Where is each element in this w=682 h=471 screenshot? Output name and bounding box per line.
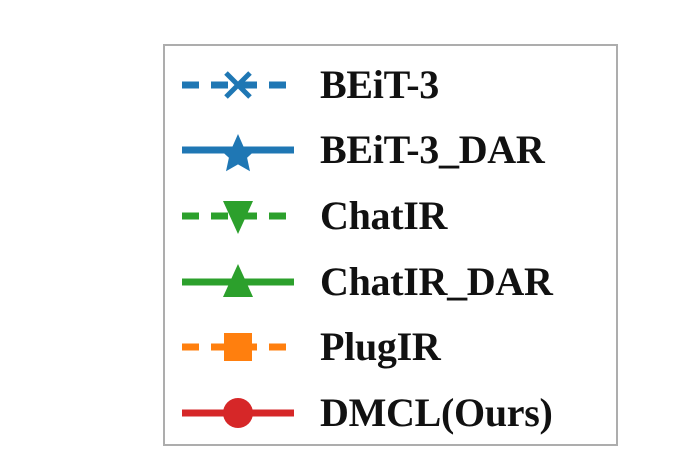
triangle-up-marker-icon (182, 260, 294, 304)
legend-entry-chatir-dar: ChatIR_DAR (163, 249, 682, 314)
x-marker-icon (182, 63, 294, 107)
legend-label: ChatIR (320, 193, 448, 239)
legend-entry-beit3-dar: BEiT-3_DAR (163, 118, 682, 183)
legend-label: BEiT-3_DAR (320, 127, 545, 173)
legend-entry-beit3: BEiT-3 (163, 52, 682, 117)
square-marker-icon (182, 325, 294, 369)
legend-entry-plugir: PlugIR (163, 315, 682, 380)
legend-entry-dmcl-ours: DMCL(Ours) (163, 381, 682, 446)
legend-label: ChatIR_DAR (320, 258, 553, 304)
legend-box (163, 44, 618, 446)
legend-label: BEiT-3 (320, 61, 440, 107)
legend-entry-chatir: ChatIR (163, 184, 682, 249)
legend-label: PlugIR (320, 324, 441, 370)
legend-entries: BEiT-3 BEiT-3_DAR ChatIR ChatIR_DAR (163, 44, 682, 446)
legend-label: DMCL(Ours) (320, 390, 553, 436)
star-marker-icon (182, 128, 294, 172)
circle-marker-icon (182, 391, 294, 435)
triangle-down-marker-icon (182, 194, 294, 238)
